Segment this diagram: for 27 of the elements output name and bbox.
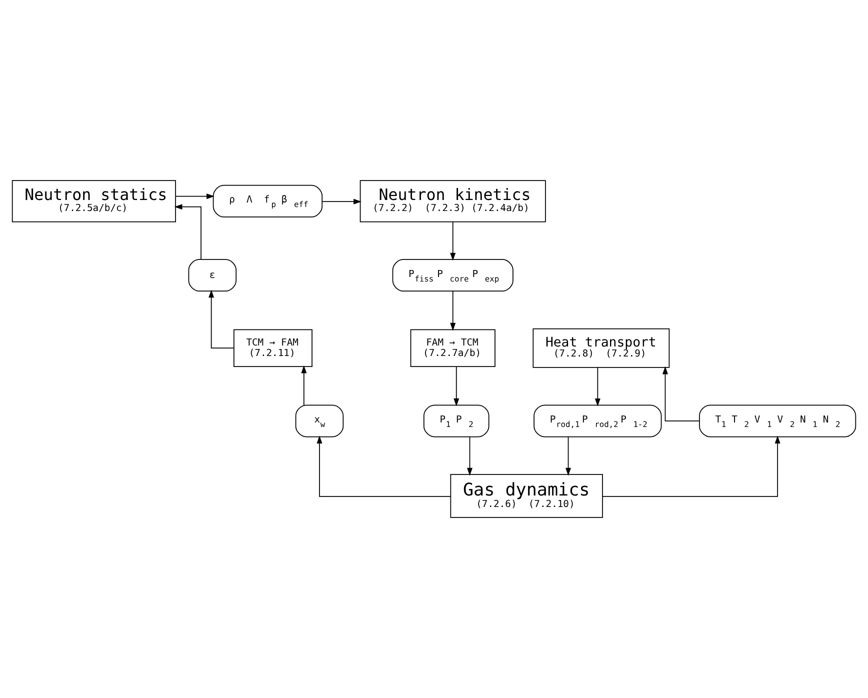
arrow [174,204,202,260]
node-box: P$_{1}$ P$_{2}$ [423,404,490,438]
arrow [454,366,460,406]
node-box: Neutron kinetics (7.2.2) (7.2.3) (7.2.4a/b) [360,180,546,222]
arrow [208,290,234,349]
node-box: Gas dynamics (7.2.6) (7.2.10) [450,474,603,518]
arrow [450,290,456,331]
node-box: ε [188,259,237,292]
arrow [466,436,473,476]
arrow [322,198,362,204]
node-box: Heat transport (7.2.8) (7.2.9) [532,328,670,368]
node-box: ρ Λ f$_{p}$ β$_{eff}$ [212,184,323,218]
node-box: FAM → TCM (7.2.7a/b) [410,329,496,367]
arrow [175,194,214,200]
node-box: P$_{fiss}$ P$_{core}$ P$_{exp}$ [392,259,514,292]
node-box: Neutron statics (7.2.5a/b/c) [12,180,176,222]
node-box: TCM → FAM (7.2.11) [233,329,312,367]
arrow [316,436,452,497]
node-box: T$_{1}$ T$_{2}$ V$_{1}$ V$_{2}$ N$_{1}$ N$_{2}$ [699,404,856,438]
node-box: P$_{rod,1}$ P$_{rod,2}$ P$_{1-2}$ [534,404,662,438]
arrow [594,367,600,406]
arrow [450,221,456,261]
node-box: x$_{w}$ [295,404,344,438]
arrow [566,436,572,476]
arrow [602,436,780,497]
arrow [301,365,307,406]
arrow [662,366,700,422]
